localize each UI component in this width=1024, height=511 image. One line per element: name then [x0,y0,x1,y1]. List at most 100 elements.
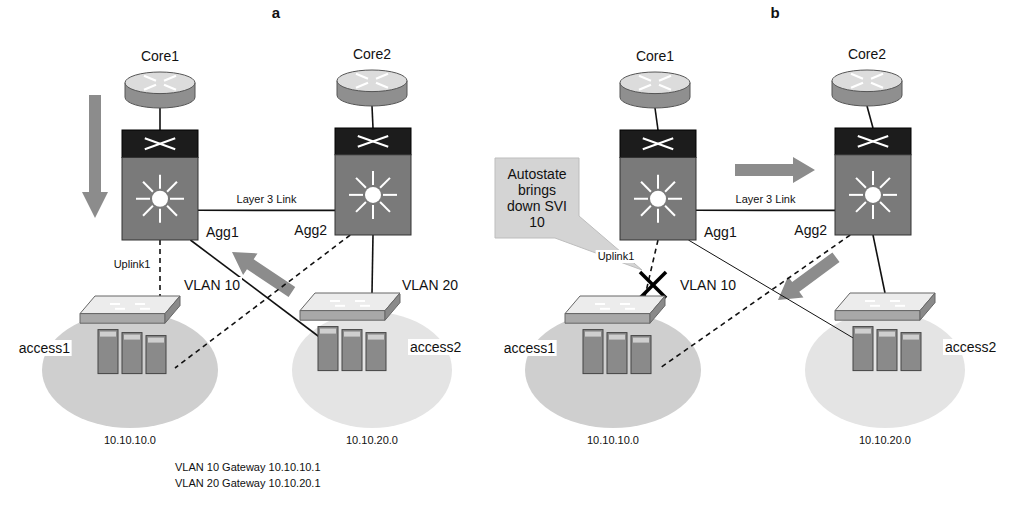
switch-arrow [620,303,630,305]
agg-icon [835,128,911,235]
network-label: VLAN 20 [400,277,460,294]
subnet-ground [805,312,965,428]
switch-side [385,293,400,320]
network-link [655,108,658,130]
server-bay [633,338,649,343]
router-arrow [871,74,883,79]
subnet-ground [525,312,701,428]
agg-icon [122,130,198,240]
l3-switch-body [620,158,696,241]
router-arrow [639,85,651,90]
router-arrow [356,74,368,79]
switch-arrow [856,202,866,212]
switch-arrow [335,305,345,307]
device-label: Core2 [846,46,888,62]
server [901,333,921,371]
l3-switch-top [835,128,911,155]
switch-arrow [110,303,120,305]
server [583,330,603,374]
router-top [125,72,195,94]
switch-front [80,314,165,324]
agg-icon [335,128,411,235]
server [122,333,142,374]
switch-top [565,296,665,314]
switch-arrow [895,305,905,307]
flow-arrow [735,157,815,183]
device-node: Agg1 [620,130,696,240]
network-link [696,210,835,212]
server-bay [609,335,625,340]
switch-arrow [372,171,374,185]
server [607,333,627,374]
network-label: VLAN 10 Gateway 10.10.10.1 [173,461,323,474]
network-label: 10.10.10.0 [585,434,641,447]
switch-arrow [145,138,175,149]
uplink-dashed [660,235,850,368]
server [853,327,873,371]
switch-hub [865,187,881,203]
router-arrow [659,85,671,90]
server-bay [368,335,384,340]
device-label: Agg2 [792,222,829,238]
device-label: access2 [408,339,463,355]
failure-mark [640,272,666,298]
switch-arrow [356,178,366,188]
switch-side [650,296,665,323]
link-label: Layer 3 Link [235,193,299,206]
flow-arrow [770,247,843,311]
switch-arrow [880,178,890,188]
network-label: 10.10.20.0 [857,434,913,447]
device-label: access2 [943,339,998,355]
l3-switch-body [835,155,911,235]
device-label: Core2 [351,46,393,62]
server [98,330,118,374]
switch-arrow [600,308,610,310]
switch-arrow [145,138,175,149]
switch-arrow [883,194,897,196]
switch-arrow [872,171,874,185]
switch-arrow [870,305,880,307]
router-arrow [376,83,388,88]
switch-top [300,293,400,311]
device-node: Core1 [125,72,195,108]
router-top [337,70,407,92]
device-node: Core2 [337,70,407,106]
flow-arrow [82,95,108,218]
panel-letter: b [768,4,781,22]
uplink-dashed [159,240,161,296]
switch-front [300,311,385,321]
switch-hub [365,187,381,203]
switch-arrow [170,198,184,200]
network-link [198,210,335,212]
subnet-ground [292,312,452,428]
l3-switch-top [335,128,411,155]
switch-arrow [143,182,153,192]
l3-switch-top [122,130,198,158]
device-node: Core1 [620,72,690,108]
router-icon [125,72,195,108]
router-arrow [639,76,651,81]
server-bay [344,332,360,337]
network-label: 10.10.20.0 [344,434,400,447]
router-icon [337,70,407,106]
router-arrow [871,83,883,88]
l3-switch-body [122,158,198,241]
device-node: access1 [565,296,665,376]
switch-arrow [358,136,388,147]
server-bay [124,335,140,340]
server-bay [903,335,919,340]
server [318,327,338,371]
switch-arrow [641,206,651,216]
network-link [159,108,161,130]
server-bay [855,329,871,334]
router-arrow [851,83,863,88]
device-node: Agg2 [335,128,411,235]
switch-arrow [355,300,365,302]
network-label: Uplink1 [596,250,637,263]
switch-arrow [167,206,177,216]
router-arrow [851,74,863,79]
switch-arrow [349,194,363,196]
switch-arrow [890,300,900,302]
